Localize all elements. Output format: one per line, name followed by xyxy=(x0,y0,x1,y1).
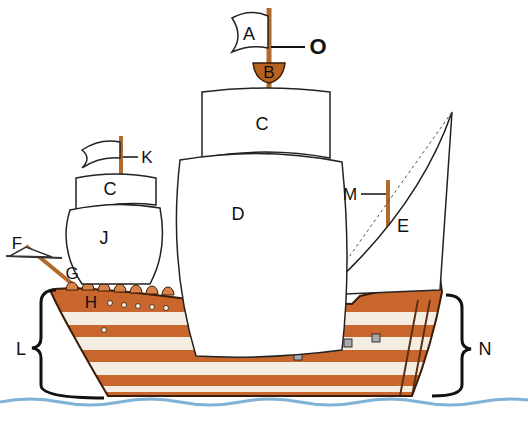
part-letter: B xyxy=(263,64,274,81)
part-letter: C xyxy=(256,115,269,133)
part-letter: G xyxy=(65,265,78,282)
bow-plank xyxy=(412,300,430,396)
part-letter: O xyxy=(309,36,326,58)
part-letter: H xyxy=(85,294,97,311)
leader-line xyxy=(361,193,386,195)
bracket xyxy=(32,290,104,398)
part-letter: L xyxy=(16,340,26,358)
main-sail xyxy=(176,153,347,357)
part-letter: C xyxy=(104,180,117,198)
bracket xyxy=(432,295,471,396)
water-line xyxy=(0,399,528,405)
hull-stripe xyxy=(40,362,460,375)
part-letter: N xyxy=(479,340,492,358)
part-letter: E xyxy=(397,217,409,235)
part-letter: F xyxy=(12,235,22,252)
part-letter: D xyxy=(232,205,245,223)
gun-ports xyxy=(102,301,169,333)
main-topsail xyxy=(202,88,330,158)
part-letter: A xyxy=(243,25,255,43)
fore-flag xyxy=(82,141,120,168)
crows-nest xyxy=(253,63,285,83)
part-letter: M xyxy=(343,186,357,203)
part-letter: J xyxy=(100,229,109,247)
fore-sail xyxy=(66,204,162,284)
leader-line xyxy=(271,46,305,48)
leader-line xyxy=(123,156,138,158)
part-letter: K xyxy=(141,149,152,166)
main-flag xyxy=(232,12,268,52)
